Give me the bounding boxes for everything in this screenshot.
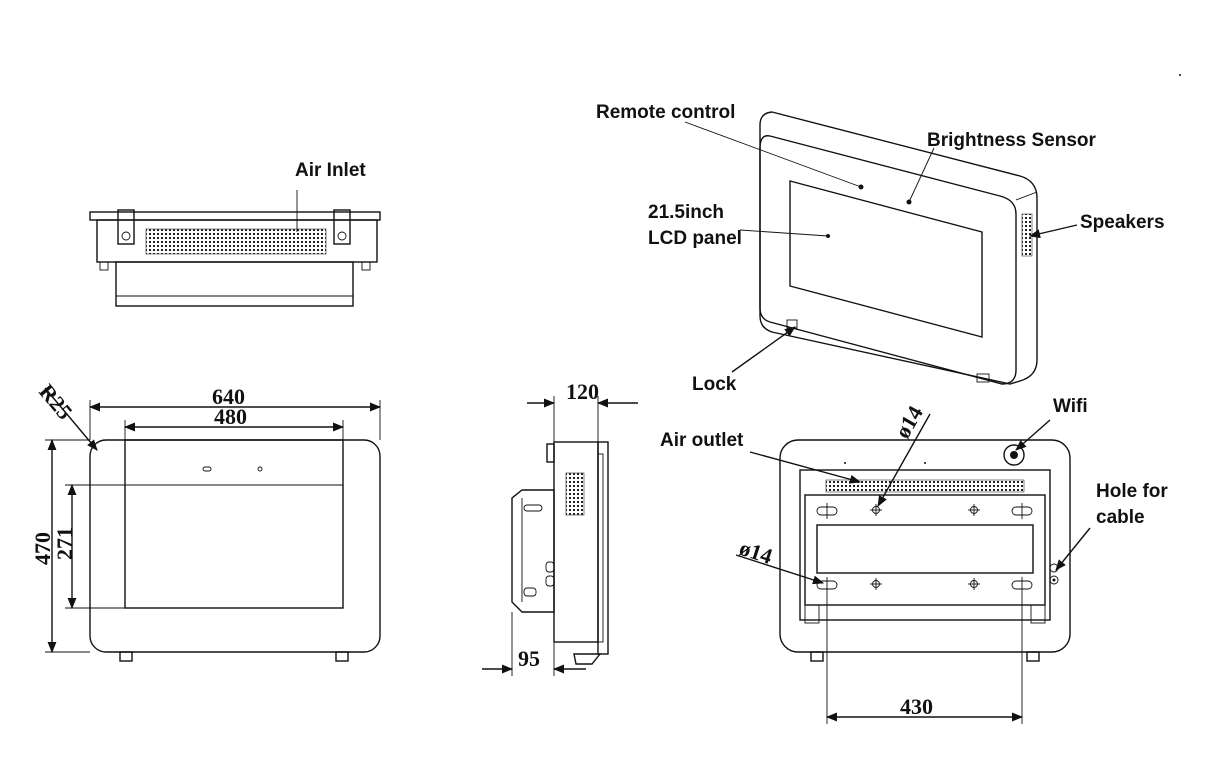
top-view-bracket bbox=[115, 261, 354, 307]
air-outlet-label: Air outlet bbox=[660, 430, 744, 451]
dim-width-screen: 480 bbox=[214, 404, 247, 429]
speakers-label: Speakers bbox=[1080, 212, 1165, 233]
hole-for-cable-label-line1: Hole for bbox=[1096, 481, 1168, 502]
perspective-back bbox=[759, 111, 1038, 385]
dim-depth: 120 bbox=[566, 379, 599, 404]
lock-icon bbox=[121, 231, 131, 241]
perspective-speaker bbox=[1021, 213, 1033, 257]
rear-back-panel bbox=[799, 469, 1051, 621]
dim-bracket-depth: 95 bbox=[518, 646, 540, 671]
brightness-sensor-label: Brightness Sensor bbox=[927, 130, 1097, 151]
lcd-panel-label-line2: LCD panel bbox=[648, 228, 742, 249]
air-outlet-grill bbox=[825, 479, 1025, 493]
dim-height-screen: 271 bbox=[52, 527, 77, 560]
speakers-leader bbox=[1028, 224, 1078, 239]
top-view: Air Inlet bbox=[89, 160, 381, 307]
wifi-leader bbox=[1015, 419, 1051, 451]
front-screen bbox=[124, 439, 344, 609]
foot-right bbox=[335, 651, 349, 662]
front-housing bbox=[89, 439, 381, 653]
lcd-panel-label-line1: 21.5inch bbox=[648, 202, 724, 223]
lcd-panel-leader bbox=[739, 229, 829, 237]
lock-label: Lock bbox=[692, 374, 737, 395]
front-view: 640 480 470 271 R25 bbox=[30, 379, 382, 662]
hole-for-cable-leader bbox=[1055, 527, 1091, 571]
hole-for-cable-label-line2: cable bbox=[1096, 507, 1145, 528]
dim-radius: R25 bbox=[34, 379, 78, 424]
brightness-sensor-icon bbox=[257, 466, 263, 472]
perspective-screen bbox=[789, 180, 983, 338]
remote-sensor-icon bbox=[202, 466, 212, 472]
cable-hole-icon bbox=[1049, 575, 1059, 585]
side-view: 120 95 bbox=[482, 379, 638, 676]
air-inlet-grill bbox=[145, 228, 327, 255]
rear-mount-window bbox=[816, 524, 1034, 574]
side-bracket bbox=[511, 489, 555, 613]
speaker-grill bbox=[565, 472, 585, 516]
dim-mount-spacing: 430 bbox=[900, 694, 933, 719]
rear-housing bbox=[779, 439, 1071, 653]
air-outlet-leader bbox=[749, 451, 862, 484]
air-inlet-label: Air Inlet bbox=[295, 160, 366, 181]
lock-icon bbox=[337, 231, 347, 241]
foot-left bbox=[119, 651, 133, 662]
brightness-sensor-leader bbox=[908, 147, 935, 203]
dim-height-overall: 470 bbox=[30, 532, 55, 565]
side-housing bbox=[553, 441, 599, 643]
remote-control-leader bbox=[684, 121, 862, 188]
top-lock-right bbox=[333, 209, 351, 245]
side-lock bbox=[573, 653, 602, 665]
top-lock-left bbox=[117, 209, 135, 245]
wifi-label: Wifi bbox=[1053, 396, 1088, 417]
dim-mount-hole-top: ø14 bbox=[890, 401, 928, 442]
rear-view: Air outlet Wifi Hole for cable ø14 ø14 4… bbox=[660, 74, 1181, 724]
perspective-front-frame bbox=[759, 135, 1017, 385]
lock-leader bbox=[731, 326, 796, 373]
remote-control-label: Remote control bbox=[596, 102, 735, 123]
perspective-view: Remote control Brightness Sensor 21.5inc… bbox=[596, 102, 1165, 395]
dim-width-overall: 640 bbox=[212, 384, 245, 409]
rear-mount-plate bbox=[804, 494, 1046, 606]
wifi-antenna-icon bbox=[1003, 444, 1025, 466]
dim-mount-hole-side: ø14 bbox=[736, 535, 775, 569]
